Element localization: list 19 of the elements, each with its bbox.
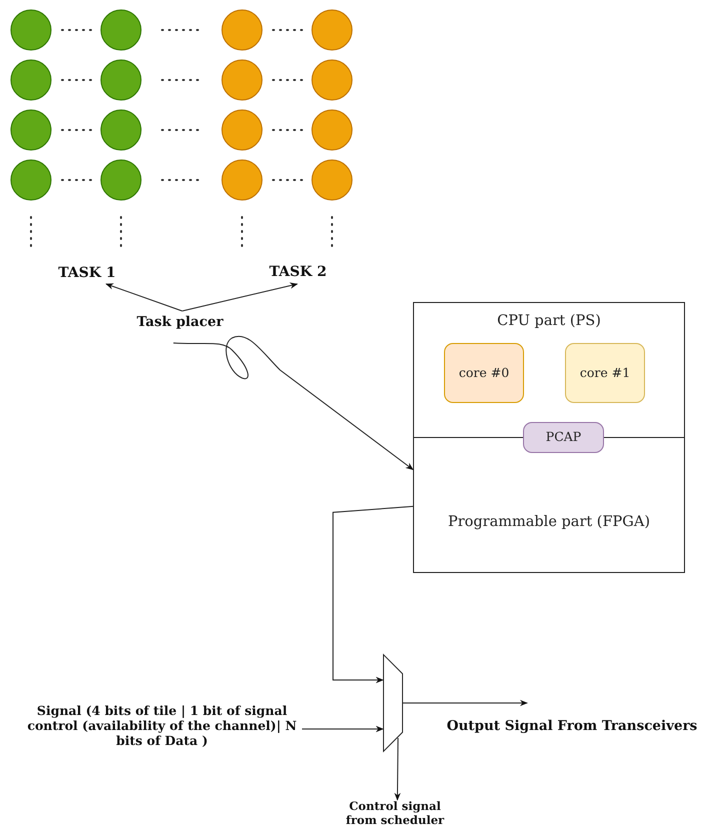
signal-label: TASK 1	[50, 262, 124, 284]
core-block: core #0	[444, 343, 524, 403]
multiplexer-symbol	[383, 653, 403, 753]
signal-label: Control signal from scheduler	[335, 800, 455, 828]
signal-label: Output Signal From Transceivers	[440, 703, 704, 734]
signal-label: Task placer	[125, 311, 235, 333]
region-title: CPU part (PS)	[496, 313, 602, 329]
arrow	[105, 283, 183, 312]
region-title: Programmable part (FPGA)	[446, 514, 651, 530]
arrow	[302, 726, 384, 732]
arrow	[332, 506, 414, 684]
signal-label: TASK 2	[258, 260, 338, 284]
arrow	[394, 738, 401, 801]
core-block: core #1	[565, 343, 645, 403]
arrow	[172, 336, 414, 470]
arrow	[402, 700, 528, 706]
signal-label: Signal (4 bits of tile | 1 bit of signal control (availability of the channel)| N bits of Data )	[22, 700, 302, 750]
interface-block: PCAP	[523, 422, 604, 453]
arrow	[182, 282, 298, 312]
